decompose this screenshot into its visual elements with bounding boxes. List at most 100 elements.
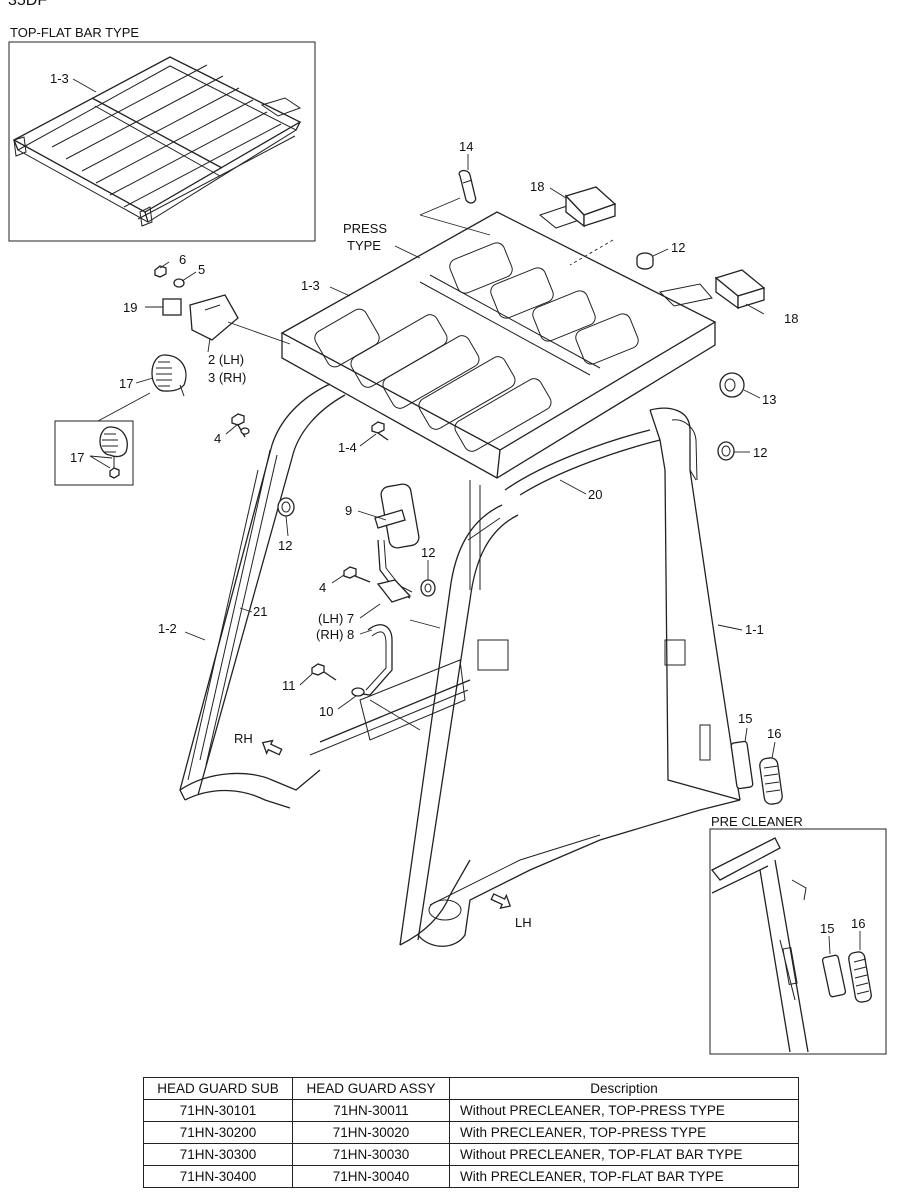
cell-sub: 71HN-30101: [143, 1099, 293, 1122]
label-9: 9: [345, 503, 352, 518]
cell-sub: 71HN-30200: [143, 1121, 293, 1144]
bottom-right-foot: [417, 799, 741, 947]
part-5-washer: [173, 278, 185, 288]
part-9-mirror: [374, 483, 420, 549]
label-16: 16: [767, 726, 781, 741]
label-1-3-inset: 1-3: [50, 71, 69, 86]
part-18-lamp-top: [564, 186, 617, 228]
cell-sub: 71HN-30300: [143, 1143, 293, 1166]
pre-cleaner-filter-15-inset: [821, 954, 847, 998]
label-12-left: 12: [278, 538, 292, 553]
cell-description: Without PRECLEANER, TOP-FLAT BAR TYPE: [449, 1143, 799, 1166]
inset-title-top-flat: TOP-FLAT BAR TYPE: [10, 25, 139, 40]
inset-title-pre-cleaner: PRE CLEANER: [711, 814, 803, 829]
head-guard-frame: [179, 204, 741, 947]
label-lh-7: (LH) 7: [318, 611, 354, 626]
right-front-pillar: [399, 504, 519, 946]
part-12-grommet-a: [636, 252, 654, 270]
part-17-lamp-inset: [54, 420, 134, 486]
part-16-grille: [759, 757, 783, 805]
cell-assy: 71HN-30020: [292, 1121, 450, 1144]
label-1-4: 1-4: [338, 440, 357, 455]
lh-arrow: [490, 893, 512, 909]
label-18-top: 18: [530, 179, 544, 194]
cell-sub: 71HN-30400: [143, 1165, 293, 1188]
right-rear-pillar: [504, 407, 741, 801]
pre-cleaner-grille-16-inset: [848, 951, 872, 1003]
label-press: PRESS: [343, 221, 387, 236]
label-12-center: 12: [421, 545, 435, 560]
bracket-left: [477, 639, 509, 671]
part-17-work-lamp: [151, 354, 187, 397]
label-4-lower: 4: [319, 580, 326, 595]
label-lh: LH: [515, 915, 532, 930]
part-14-clip: [458, 169, 477, 204]
part-1-4-bolt: [371, 421, 389, 441]
label-14: 14: [459, 139, 473, 154]
part-12-grommet-d: [420, 579, 436, 597]
part-4-bolt-b: [343, 566, 371, 583]
label-20: 20: [588, 487, 602, 502]
part-12-grommet-c: [277, 497, 295, 517]
part-7-8-mirror-arm: [376, 539, 413, 603]
label-13: 13: [762, 392, 776, 407]
label-21: 21: [253, 604, 267, 619]
part-2-3-lamp-bracket: [189, 294, 239, 341]
cell-assy: 71HN-30011: [292, 1099, 450, 1122]
label-1-2: 1-2: [158, 621, 177, 636]
label-10: 10: [319, 704, 333, 719]
inset-frame-top-flat: [8, 41, 316, 242]
label-rh-8: (RH) 8: [316, 627, 354, 642]
part-10-grab-handle: [351, 624, 393, 697]
cell-description: With PRECLEANER, TOP-PRESS TYPE: [449, 1121, 799, 1144]
label-19: 19: [123, 300, 137, 315]
bracket-right: [664, 639, 686, 666]
label-rh: RH: [234, 731, 253, 746]
label-4-upper: 4: [214, 431, 221, 446]
part-19-block: [162, 298, 182, 316]
top-flat-bar-inset: TOP-FLAT BAR TYPE 1-3: [8, 25, 316, 242]
cell-assy: 71HN-30030: [292, 1143, 450, 1166]
label-2-lh: 2 (LH): [208, 352, 244, 367]
label-18-right: 18: [784, 311, 798, 326]
table-row: 71HN-30200 71HN-30020 With PRECLEANER, T…: [143, 1121, 799, 1144]
header-head-guard-assy: HEAD GUARD ASSY: [292, 1077, 450, 1100]
rear-crossbar: [309, 480, 481, 756]
pre-cleaner-pillar: [710, 837, 809, 1053]
roof-panel: [280, 204, 717, 479]
part-21-trim: [187, 469, 259, 781]
label-16-inset: 16: [851, 916, 865, 931]
part-18-lamp-right: [714, 269, 766, 310]
label-3-rh: 3 (RH): [208, 370, 246, 385]
part-11-bolt: [311, 663, 337, 681]
part-12-grommet-b: [717, 441, 735, 461]
part-6-nut: [154, 265, 167, 278]
part-13-cap: [719, 372, 745, 398]
label-12-top: 12: [671, 240, 685, 255]
leader-lines: [89, 154, 776, 759]
part-4-bolt-a: [231, 413, 250, 438]
label-5: 5: [198, 262, 205, 277]
label-11: 11: [282, 678, 296, 693]
cell-description: Without PRECLEANER, TOP-PRESS TYPE: [449, 1099, 799, 1122]
label-1-1: 1-1: [745, 622, 764, 637]
header-description: Description: [449, 1077, 799, 1100]
cell-description: With PRECLEANER, TOP-FLAT BAR TYPE: [449, 1165, 799, 1188]
pre-cleaner-inset: PRE CLEANER 15 16: [709, 814, 887, 1055]
label-type: TYPE: [347, 238, 381, 253]
label-12-right: 12: [753, 445, 767, 460]
leader-1-3-inset: [72, 78, 97, 93]
label-1-3: 1-3: [301, 278, 320, 293]
rh-arrow: [261, 739, 283, 756]
cell-assy: 71HN-30040: [292, 1165, 450, 1188]
left-pillar: [179, 383, 346, 809]
header-head-guard-sub: HEAD GUARD SUB: [143, 1077, 293, 1100]
label-6: 6: [179, 252, 186, 267]
head-guard-parts-table: HEAD GUARD SUB HEAD GUARD ASSY Descripti…: [143, 1077, 799, 1188]
part-15-filter: [730, 740, 754, 790]
flat-bar-roof: [12, 56, 302, 227]
page-code: 35DF: [8, 0, 48, 9]
label-17: 17: [119, 376, 133, 391]
table-header-row: HEAD GUARD SUB HEAD GUARD ASSY Descripti…: [143, 1077, 799, 1100]
